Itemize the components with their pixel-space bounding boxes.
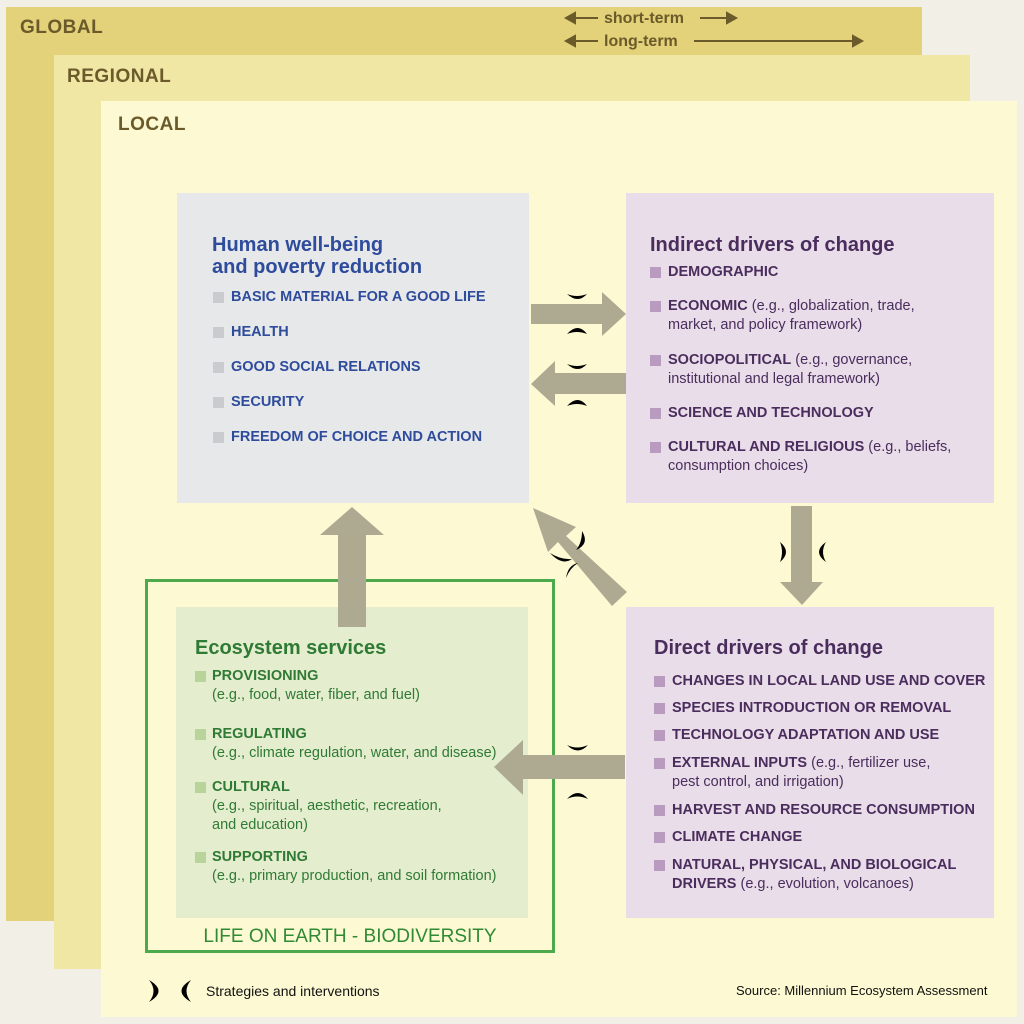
bullet-icon bbox=[650, 355, 661, 366]
bullet-icon bbox=[213, 362, 224, 373]
strategies-legend-label: Strategies and interventions bbox=[206, 983, 380, 999]
direct-driver-item: EXTERNAL INPUTS (e.g., fertilizer use, p… bbox=[654, 754, 992, 792]
ecosystem-service-item: PROVISIONING (e.g., food, water, fiber, … bbox=[195, 667, 532, 705]
bullet-icon bbox=[654, 860, 665, 871]
intervention-marker-icon bbox=[567, 364, 587, 406]
bullet-icon bbox=[195, 671, 206, 682]
bullet-icon bbox=[650, 301, 661, 312]
indirect-driver-item: ECONOMIC (e.g., globalization, trade, ma… bbox=[650, 297, 988, 335]
ecosystem-services-title: Ecosystem services bbox=[195, 637, 387, 659]
direct-driver-item: TECHNOLOGY ADAPTATION AND USE bbox=[654, 726, 939, 745]
direct-drivers-box bbox=[626, 607, 994, 918]
strategies-legend-icon bbox=[149, 980, 191, 1002]
wellbeing-item: SECURITY bbox=[213, 393, 304, 412]
intervention-marker-icon bbox=[567, 294, 587, 334]
bullet-icon bbox=[213, 432, 224, 443]
short-term-label: short-term bbox=[604, 10, 685, 27]
bullet-icon bbox=[654, 758, 665, 769]
wellbeing-title-line2: and poverty reduction bbox=[212, 256, 423, 278]
direct-drivers-title: Direct drivers of change bbox=[654, 637, 883, 659]
bullet-icon bbox=[213, 292, 224, 303]
source-citation: Source: Millennium Ecosystem Assessment bbox=[736, 983, 988, 998]
indirect-drivers-title: Indirect drivers of change bbox=[650, 234, 895, 256]
direct-driver-item: HARVEST AND RESOURCE CONSUMPTION bbox=[654, 801, 975, 820]
regional-layer-title: REGIONAL bbox=[67, 66, 172, 87]
bullet-icon bbox=[654, 676, 665, 687]
arrow-direct-to-wellbeing bbox=[533, 508, 627, 606]
intervention-marker-icon bbox=[567, 745, 588, 799]
arrow-wellbeing-to-indirect bbox=[531, 292, 626, 336]
direct-driver-item: NATURAL, PHYSICAL, AND BIOLOGICAL DRIVER… bbox=[654, 856, 992, 894]
wellbeing-item: BASIC MATERIAL FOR A GOOD LIFE bbox=[213, 288, 486, 307]
short-term-arrow bbox=[563, 11, 739, 25]
long-term-arrow bbox=[563, 34, 865, 48]
intervention-marker-icon bbox=[550, 531, 585, 578]
bullet-icon bbox=[654, 832, 665, 843]
life-on-earth-label: LIFE ON EARTH - BIODIVERSITY bbox=[203, 926, 497, 947]
bullet-icon bbox=[654, 703, 665, 714]
ecosystem-service-item: CULTURAL (e.g., spiritual, aesthetic, re… bbox=[195, 778, 532, 835]
indirect-drivers-box bbox=[626, 193, 994, 503]
indirect-driver-item: SCIENCE AND TECHNOLOGY bbox=[650, 404, 874, 423]
bullet-icon bbox=[650, 267, 661, 278]
bullet-icon bbox=[213, 397, 224, 408]
wellbeing-item: GOOD SOCIAL RELATIONS bbox=[213, 358, 421, 377]
ecosystem-services-box bbox=[176, 607, 528, 918]
bullet-icon bbox=[195, 782, 206, 793]
indirect-driver-item: SOCIOPOLITICAL (e.g., governance, instit… bbox=[650, 351, 988, 389]
wellbeing-item: HEALTH bbox=[213, 323, 289, 342]
bullet-icon bbox=[213, 327, 224, 338]
bullet-icon bbox=[650, 442, 661, 453]
human-wellbeing-box bbox=[177, 193, 529, 503]
intervention-marker-icon bbox=[780, 542, 826, 562]
arrow-direct-to-ecosystem bbox=[494, 740, 625, 795]
arrow-indirect-to-wellbeing bbox=[531, 361, 626, 406]
indirect-driver-item: CULTURAL AND RELIGIOUS (e.g., beliefs, c… bbox=[650, 438, 988, 476]
wellbeing-item: FREEDOM OF CHOICE AND ACTION bbox=[213, 428, 482, 447]
local-layer-title: LOCAL bbox=[118, 114, 186, 135]
bullet-icon bbox=[195, 729, 206, 740]
direct-driver-item: SPECIES INTRODUCTION OR REMOVAL bbox=[654, 699, 951, 718]
bullet-icon bbox=[654, 730, 665, 741]
arrow-ecosystem-to-wellbeing bbox=[320, 507, 384, 627]
ecosystem-service-item: SUPPORTING (e.g., primary production, an… bbox=[195, 848, 532, 886]
wellbeing-title-line1: Human well-being bbox=[212, 234, 384, 256]
arrow-indirect-to-direct bbox=[780, 506, 823, 605]
bullet-icon bbox=[195, 852, 206, 863]
ecosystem-service-item: REGULATING (e.g., climate regulation, wa… bbox=[195, 725, 532, 763]
direct-driver-item: CLIMATE CHANGE bbox=[654, 828, 802, 847]
bullet-icon bbox=[650, 408, 661, 419]
long-term-label: long-term bbox=[604, 33, 678, 50]
global-layer-title: GLOBAL bbox=[20, 17, 104, 38]
direct-driver-item: CHANGES IN LOCAL LAND USE AND COVER bbox=[654, 672, 985, 691]
indirect-driver-item: DEMOGRAPHIC bbox=[650, 263, 778, 282]
bullet-icon bbox=[654, 805, 665, 816]
wellbeing-title: Human well-being and poverty reduction bbox=[212, 234, 422, 278]
